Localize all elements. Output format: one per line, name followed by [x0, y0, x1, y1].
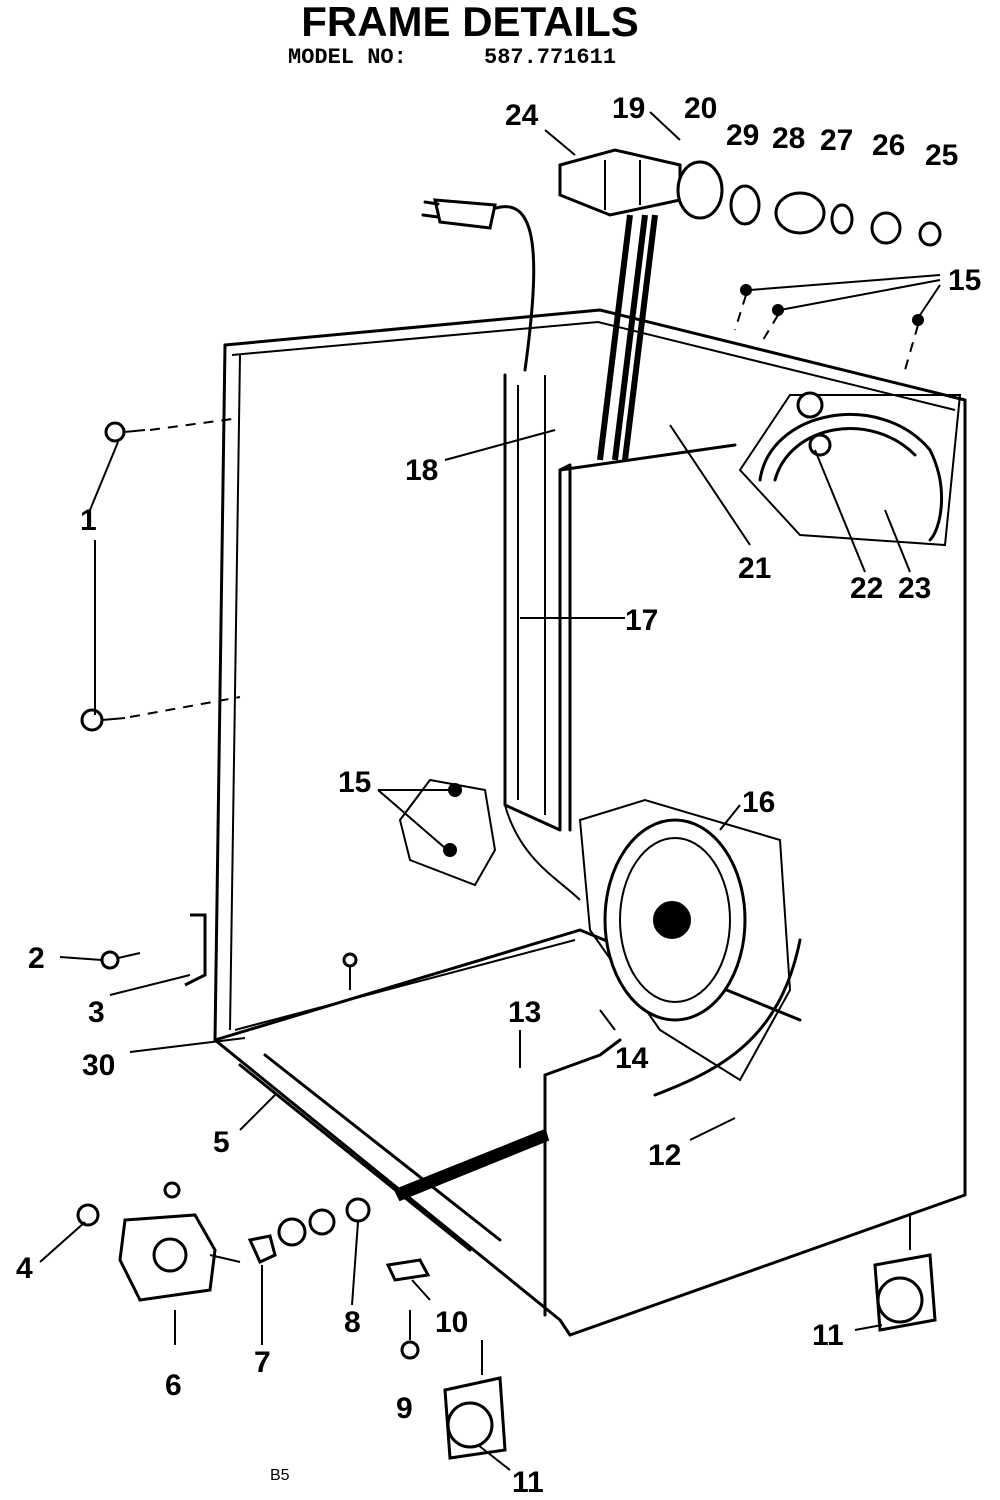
callout-11-left: 11: [512, 1466, 544, 1499]
model-number: 587.771611: [484, 45, 616, 70]
washer-8: [345, 1197, 371, 1223]
callout-11-right: 11: [812, 1319, 844, 1352]
screw-2: [100, 950, 141, 970]
screws-top: [734, 284, 924, 371]
caster-left: [443, 1340, 507, 1460]
caster-right: [873, 1215, 937, 1332]
power-cord: [421, 198, 536, 372]
screw-9: [400, 1310, 420, 1360]
idler-pulley-cutaway: [738, 391, 962, 547]
callout-3: 3: [88, 996, 105, 1029]
cabinet-frame: [213, 308, 967, 1337]
callout-27: 27: [820, 124, 853, 157]
callout-20: 20: [684, 92, 717, 125]
leader-lines: [39, 111, 941, 1471]
callout-22: 22: [850, 572, 883, 605]
callout-21: 21: [738, 552, 771, 585]
callout-29: 29: [726, 119, 759, 152]
callout-7: 7: [254, 1346, 271, 1379]
terminal-block: [558, 148, 682, 217]
callout-2: 2: [28, 942, 45, 975]
callout-5: 5: [213, 1126, 230, 1159]
diagram-title: FRAME DETAILS: [301, 0, 639, 45]
screw-upper: [104, 417, 241, 443]
footer-code: B5: [270, 1467, 290, 1484]
callout-9: 9: [396, 1392, 413, 1425]
callout-10: 10: [435, 1306, 468, 1339]
callout-28: 28: [772, 122, 805, 155]
wire-harness: [597, 214, 658, 461]
callout-16: 16: [742, 786, 775, 819]
nut-26: [870, 211, 902, 245]
callout-15-middle: 15: [338, 766, 371, 799]
model-label: MODEL NO:: [288, 45, 407, 70]
callout-15-top: 15: [948, 264, 981, 297]
fitting-7: [247, 1234, 277, 1264]
callout-25: 25: [925, 139, 958, 172]
callout-4: 4: [16, 1252, 33, 1285]
gas-valve: [118, 1181, 241, 1302]
drum-bearing: [774, 191, 826, 235]
callout-14: 14: [615, 1042, 649, 1075]
grommet-a: [277, 1217, 307, 1247]
callout-23: 23: [898, 572, 931, 605]
clip-10: [385, 1258, 431, 1282]
blower-motor: [578, 798, 792, 1082]
callout-13: 13: [508, 996, 541, 1029]
cutaway-screws: [398, 778, 497, 887]
callout-24: 24: [505, 99, 539, 132]
callout-30: 30: [82, 1049, 115, 1082]
callout-1: 1: [80, 504, 97, 537]
callout-19: 19: [612, 92, 645, 125]
washer-27: [830, 203, 854, 235]
washer-25: [918, 221, 942, 247]
grommet-b: [308, 1208, 336, 1236]
door-strike: [184, 913, 207, 987]
callout-26: 26: [872, 129, 905, 162]
callout-12: 12: [648, 1139, 681, 1172]
valve-cap-4: [76, 1203, 100, 1227]
callout-17: 17: [625, 604, 658, 637]
screw-lower: [80, 696, 241, 732]
drive-belt: [653, 938, 802, 1097]
timer-knob-housing: [676, 160, 724, 220]
callout-8: 8: [344, 1306, 361, 1339]
screw-30: [342, 952, 358, 990]
bearing-ring: [729, 184, 761, 226]
callout-6: 6: [165, 1369, 182, 1402]
callout-18: 18: [405, 454, 438, 487]
